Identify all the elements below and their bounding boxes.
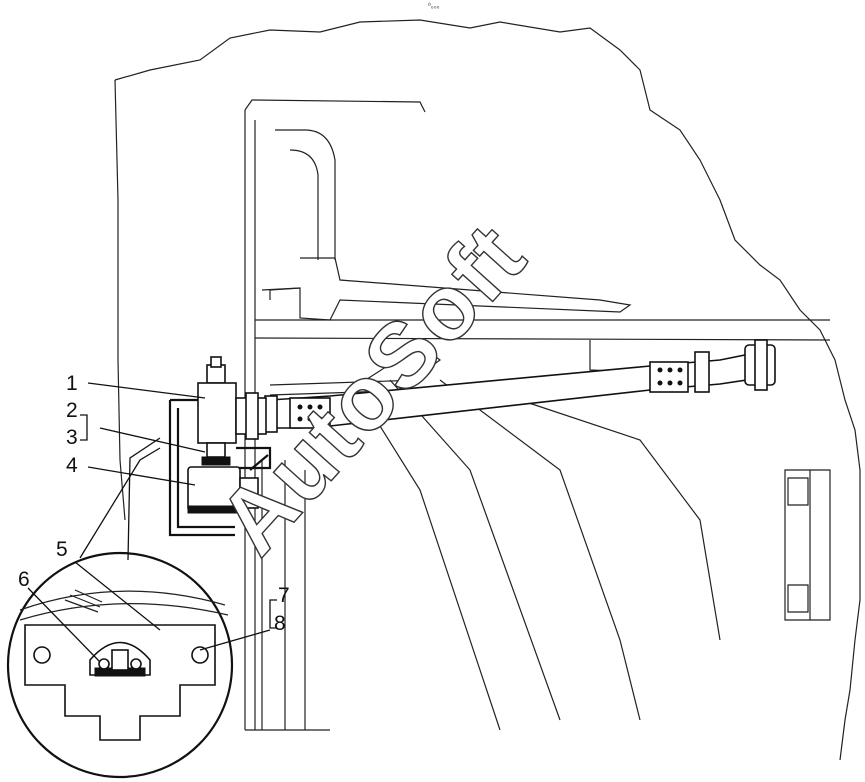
callout-6: 6 [18, 568, 30, 591]
callout-labels: 1 2 3 4 5 6 7 8 [18, 372, 290, 635]
callout-2: 2 [66, 399, 78, 422]
fuel-line-hose [264, 339, 776, 433]
callout-7: 7 [278, 584, 290, 607]
callout-1: 1 [66, 372, 78, 395]
top-mark: ⁰₀₀₀ [428, 2, 440, 10]
callout-5: 5 [56, 538, 68, 561]
detail-view [6, 437, 234, 779]
callout-8: 8 [274, 612, 286, 635]
leader-lines [27, 382, 277, 663]
callout-3: 3 [66, 426, 78, 449]
callout-4: 4 [66, 454, 78, 477]
sensor-assembly [168, 356, 272, 537]
